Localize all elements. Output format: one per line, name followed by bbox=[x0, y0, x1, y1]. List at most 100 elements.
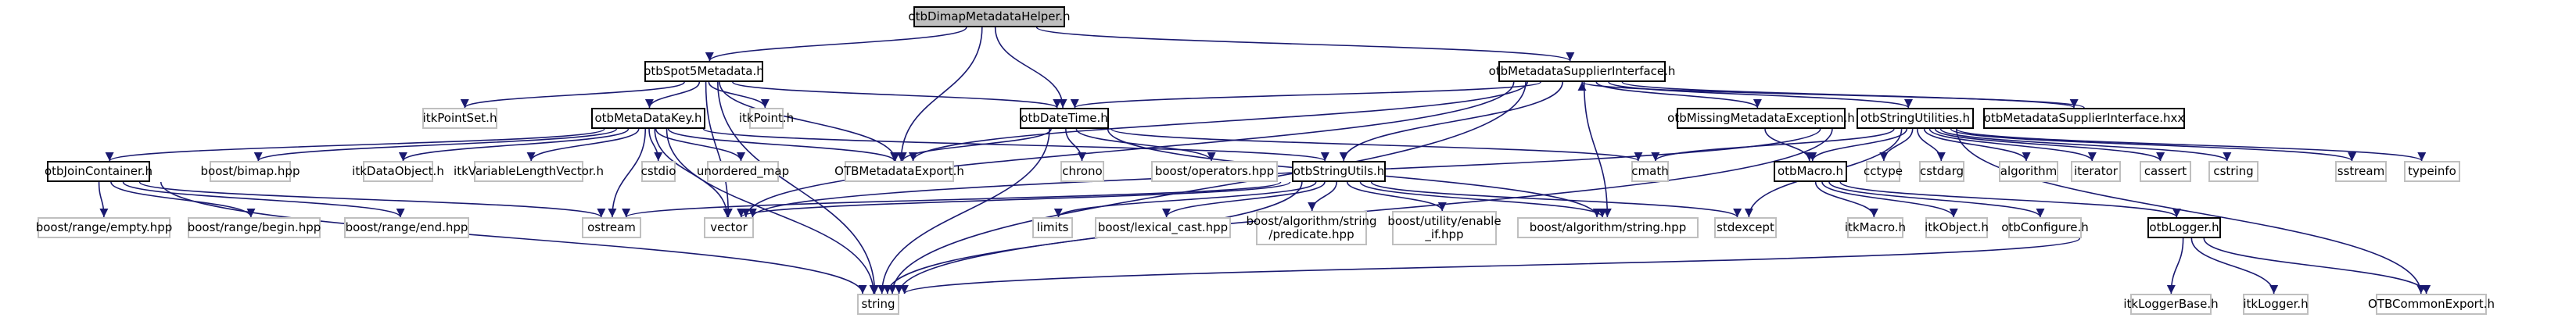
node-algorithm: algorithm bbox=[1999, 161, 2058, 182]
edge-strutils-to-limits bbox=[1053, 181, 1317, 218]
edge-mdk-to-umap bbox=[655, 128, 746, 162]
node-itkVLV: itkVariableLengthVector.h bbox=[454, 161, 604, 182]
edge-mdk-to-itkDataObject bbox=[398, 128, 630, 162]
edge-spot5-to-datetime bbox=[732, 81, 1062, 109]
edge-root-to-datetime bbox=[994, 27, 1067, 109]
node-chrono: chrono bbox=[1060, 161, 1104, 182]
edge-strutil-to-cassert bbox=[1934, 128, 2165, 162]
edge-mdk-to-join bbox=[105, 128, 605, 162]
node-logger[interactable]: otbLogger.h bbox=[2147, 217, 2221, 238]
node-boostops: boost/operators.hpp bbox=[1151, 161, 1278, 182]
edge-spot5-to-string bbox=[717, 81, 880, 295]
node-configure: otbConfigure.h bbox=[2001, 217, 2089, 238]
edge-datetime-to-cmath bbox=[1110, 128, 1643, 162]
edge-strutil-to-cstdarg bbox=[1916, 128, 1946, 162]
edge-spot5-to-itkPointSet bbox=[460, 81, 685, 109]
node-itkPoint: itkPoint.h bbox=[739, 108, 794, 129]
edge-strutils-to-ostream bbox=[622, 181, 1282, 218]
node-cstring: cstring bbox=[2208, 161, 2258, 182]
node-pred: boost/algorithm/string /predicate.hpp bbox=[1246, 211, 1377, 245]
edge-mdk-to-cstdio bbox=[648, 128, 663, 162]
node-itkLoggerBase: itkLoggerBase.h bbox=[2123, 294, 2219, 315]
edge-msi-to-datetime bbox=[1071, 81, 1541, 109]
node-strutils[interactable]: otbStringUtils.h bbox=[1292, 161, 1386, 182]
edge-join-to-string bbox=[160, 181, 867, 295]
edge-macro-to-logger bbox=[1839, 181, 2181, 218]
edge-strutils-to-enableif bbox=[1347, 181, 1447, 212]
edge-mdk-to-itkVLV bbox=[526, 128, 640, 162]
edge-macro-to-configure bbox=[1828, 181, 2045, 218]
edge-mdk-to-mdexport bbox=[667, 128, 899, 162]
node-datetime[interactable]: otbDateTime.h bbox=[1020, 108, 1109, 129]
edge-strutil-to-algorithm bbox=[1923, 128, 2031, 162]
node-itkDataObject: itkDataObject.h bbox=[352, 161, 444, 182]
edge-datetime-to-chrono bbox=[1065, 128, 1087, 162]
edge-join-to-rend bbox=[122, 181, 405, 218]
edge-spot5-to-mdexport bbox=[719, 81, 900, 162]
edge-mdk-to-strutils bbox=[702, 128, 1329, 162]
edge-root-to-msi bbox=[1035, 27, 1575, 62]
node-join[interactable]: otbJoinContainer.h bbox=[45, 161, 152, 182]
edge-logger-to-itkLoggerBase bbox=[2166, 237, 2184, 295]
edge-mdk-to-ostream bbox=[608, 128, 647, 218]
node-bimap: boost/bimap.hpp bbox=[201, 161, 300, 182]
node-itkObject: itkObject.h bbox=[1925, 217, 1989, 238]
node-mme[interactable]: otbMissingMetadataException.h bbox=[1667, 108, 1855, 129]
edge-root-to-mdexport bbox=[896, 27, 983, 162]
edge-strutil-to-macro bbox=[1808, 128, 1908, 162]
edge-datetime-to-mdexport bbox=[898, 128, 1052, 162]
edge-strutils-to-lexcast bbox=[1162, 181, 1326, 218]
node-itkLogger: itkLogger.h bbox=[2243, 294, 2309, 315]
node-cctype: cctype bbox=[1864, 161, 1903, 182]
node-typeinfo: typeinfo bbox=[2404, 161, 2460, 182]
node-spot5[interactable]: otbSpot5Metadata.h bbox=[644, 61, 764, 82]
node-msihxx[interactable]: otbMetadataSupplierInterface.hxx bbox=[1983, 108, 2185, 129]
edge-msi-to-strutils bbox=[1339, 81, 1563, 162]
edge-msihxx-to-msi bbox=[1577, 81, 2085, 109]
edge-mdk-to-bimap bbox=[253, 128, 618, 162]
node-root[interactable]: otbDimapMetadataHelper.h bbox=[908, 6, 1071, 27]
edge-spot5-to-mdk bbox=[644, 81, 701, 109]
node-rempty: boost/range/empty.hpp bbox=[36, 217, 172, 238]
edge-strutil-to-sstream bbox=[1950, 128, 2356, 162]
node-cmath: cmath bbox=[1631, 161, 1669, 182]
edge-root-to-spot5 bbox=[705, 27, 967, 62]
node-stdexcept: stdexcept bbox=[1714, 217, 1777, 238]
node-itkPointSet: itkPointSet.h bbox=[422, 108, 497, 129]
edge-strutil-to-cctype bbox=[1879, 128, 1914, 162]
node-lexcast: boost/lexical_cast.hpp bbox=[1095, 217, 1231, 238]
edge-logger-to-itkLogger bbox=[2190, 237, 2279, 295]
edge-strutil-to-typeinfo bbox=[1956, 128, 2427, 162]
edge-macro-to-itkObject bbox=[1821, 181, 1958, 218]
node-macro[interactable]: otbMacro.h bbox=[1774, 161, 1847, 182]
node-limits: limits bbox=[1032, 217, 1073, 238]
node-strutil[interactable]: otbStringUtilities.h bbox=[1857, 108, 1974, 129]
node-mdk[interactable]: otbMetaDataKey.h bbox=[591, 108, 705, 129]
edge-strutils-to-vector bbox=[737, 181, 1291, 218]
edge-macro-to-itkMacro bbox=[1814, 181, 1878, 218]
edge-msi-to-bstring bbox=[1583, 81, 1612, 218]
edge-logger-to-commonexport bbox=[2203, 237, 2431, 295]
node-commonexport: OTBCommonExport.h bbox=[2368, 294, 2495, 315]
edge-msi-to-mdexport bbox=[909, 81, 1528, 162]
edge-strutils-to-stdexcept bbox=[1370, 181, 1742, 218]
edge-strutil-to-vector bbox=[748, 128, 1821, 218]
node-vector: vector bbox=[704, 217, 754, 238]
node-cstdio: cstdio bbox=[641, 161, 676, 182]
edge-strutil-to-cstring bbox=[1939, 128, 2232, 162]
edge-strutil-to-cmath bbox=[1651, 128, 1895, 162]
node-cassert: cassert bbox=[2140, 161, 2191, 182]
edge-join-to-rempty bbox=[98, 181, 109, 218]
edge-msi-to-string bbox=[888, 81, 1527, 295]
node-sstream: sstream bbox=[2335, 161, 2387, 182]
node-enableif: boost/utility/enable _if.hpp bbox=[1387, 211, 1501, 245]
node-bstring: boost/algorithm/string.hpp bbox=[1517, 217, 1699, 238]
edge-strutil-to-commonexport bbox=[1956, 128, 2426, 295]
edge-spot5-to-vector bbox=[705, 81, 733, 218]
node-rend: boost/range/end.hpp bbox=[344, 217, 469, 238]
node-rbegin: boost/range/begin.hpp bbox=[188, 217, 321, 238]
edge-strutils-to-pred bbox=[1308, 181, 1337, 212]
node-msi[interactable]: otbMetadataSupplierInterface.h bbox=[1489, 61, 1675, 82]
node-iterator: iterator bbox=[2071, 161, 2121, 182]
